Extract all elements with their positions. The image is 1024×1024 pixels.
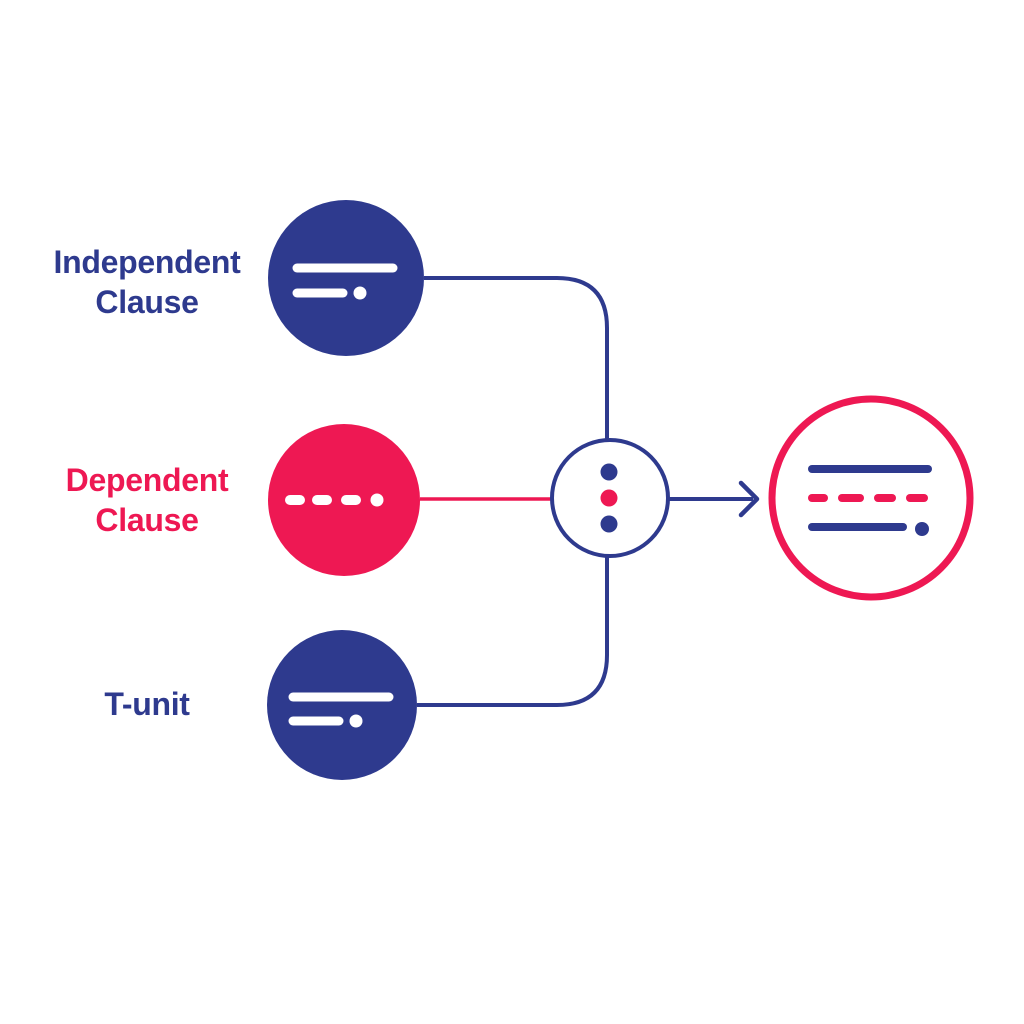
t-unit-label: T-unit xyxy=(15,684,279,724)
connector-tunit-to-merge xyxy=(417,556,609,707)
three-dots-icon xyxy=(600,463,618,533)
combined-lines-icon xyxy=(808,465,932,536)
solid-lines-with-dot-icon xyxy=(288,692,394,728)
label-line: Dependent xyxy=(65,462,229,498)
dashed-line-with-dot-icon xyxy=(285,493,384,507)
t-unit-node xyxy=(267,630,417,780)
dependent-clause-label: Dependent Clause xyxy=(15,460,279,540)
solid-lines-with-dot-icon xyxy=(292,263,398,300)
dependent-clause-node xyxy=(268,424,420,576)
independent-clause-circle xyxy=(268,200,424,356)
label-line: T-unit xyxy=(104,686,190,722)
merge-node xyxy=(550,438,670,558)
independent-clause-label: Independent Clause xyxy=(15,242,279,322)
independent-clause-node xyxy=(268,200,424,356)
t-unit-circle xyxy=(267,630,417,780)
label-line: Clause xyxy=(95,284,199,320)
arrowhead-icon xyxy=(738,480,760,518)
arrow-merge-to-output xyxy=(668,480,760,518)
label-line: Clause xyxy=(95,502,199,538)
output-circle xyxy=(768,395,974,601)
connector-independent-to-merge xyxy=(424,276,609,440)
output-node xyxy=(768,395,974,601)
label-line: Independent xyxy=(53,244,241,280)
